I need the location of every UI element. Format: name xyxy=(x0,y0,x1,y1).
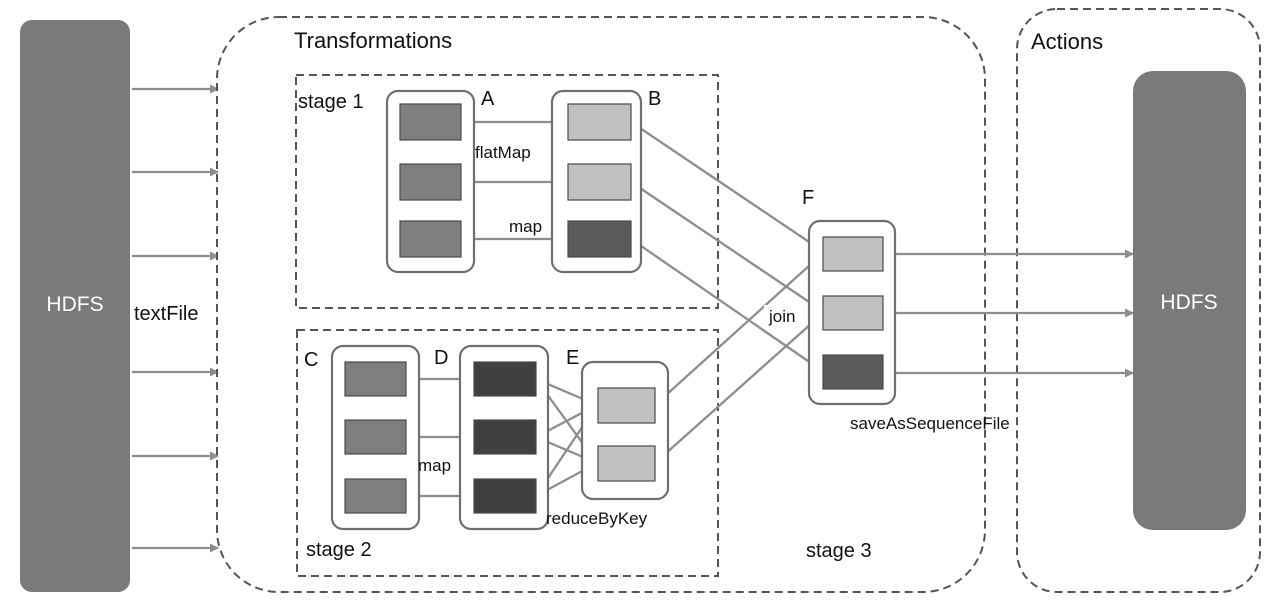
actions-title: Actions xyxy=(1031,29,1103,54)
textfile-label: textFile xyxy=(134,303,198,325)
rdd-d-partition xyxy=(473,419,537,455)
rdd-a: A xyxy=(385,88,495,274)
rdd-a-partition xyxy=(399,163,462,201)
rdd-f-partition xyxy=(822,295,884,331)
stage-2-region xyxy=(296,329,719,577)
hdfs-sink-box xyxy=(1133,71,1246,530)
rdd-e-label: E xyxy=(566,347,579,369)
stage-3-label: stage 3 xyxy=(806,540,872,562)
rdd-d-partition xyxy=(473,361,537,397)
textfile-arrows xyxy=(132,84,219,553)
rdd-b-partition xyxy=(567,103,632,141)
rdd-d-partition xyxy=(473,478,537,514)
rdd-f-label: F xyxy=(802,187,814,209)
textfile-label-bg xyxy=(133,300,215,326)
op-flatmap-label: flatMap xyxy=(475,143,531,162)
rdd-f: F xyxy=(802,187,897,406)
rdd-b-label: B xyxy=(648,88,661,110)
rdd-e-partition xyxy=(597,445,656,482)
op-join-label-bg xyxy=(764,305,806,327)
op-reducebykey-label: reduceByKey xyxy=(546,509,648,528)
rdd-d-label: D xyxy=(434,347,448,369)
hdfs-sink-label: HDFS xyxy=(1160,291,1217,314)
transformations-region xyxy=(216,16,986,593)
op-join-label: join xyxy=(768,307,795,326)
op-save-as-sequence-file-label: saveAsSequenceFile xyxy=(850,414,1010,433)
stage-1-region xyxy=(295,74,719,309)
rdd-a-partition xyxy=(399,220,462,258)
rdd-f-partition xyxy=(822,354,884,390)
rdd-e: E xyxy=(566,347,670,501)
rdd-c-partition xyxy=(344,361,407,397)
stage-1-label: stage 1 xyxy=(298,91,364,113)
rdd-d: D xyxy=(434,344,550,531)
rdd-c-label: C xyxy=(304,349,318,371)
edge-e-f xyxy=(654,314,822,464)
rdd-c-partition xyxy=(344,478,407,514)
op-map-label: map xyxy=(509,217,542,236)
rdd-e-partition xyxy=(597,387,656,424)
edge-e-f xyxy=(654,254,822,406)
rdd-c: C xyxy=(304,344,421,531)
hdfs-sink: HDFS xyxy=(1133,71,1246,530)
stage-2-label: stage 2 xyxy=(306,539,372,561)
edge-b-f xyxy=(630,121,822,251)
rdd-b-partition xyxy=(567,220,632,258)
rdd-a-partition xyxy=(399,103,462,141)
edge-b-f xyxy=(630,181,822,311)
rdd-f-partition xyxy=(822,236,884,272)
hdfs-source-box xyxy=(20,20,130,592)
actions-region xyxy=(1016,8,1261,593)
hdfs-source-label: HDFS xyxy=(46,293,103,316)
edge-b-f xyxy=(630,238,822,371)
rdd-a-label: A xyxy=(481,88,495,110)
transformations-title: Transformations xyxy=(294,28,452,53)
op-map-label: map xyxy=(418,456,451,475)
rdd-b: B xyxy=(550,88,661,274)
hdfs-source: HDFS xyxy=(20,20,130,592)
rdd-c-partition xyxy=(344,419,407,455)
rdd-b-partition xyxy=(567,163,632,201)
